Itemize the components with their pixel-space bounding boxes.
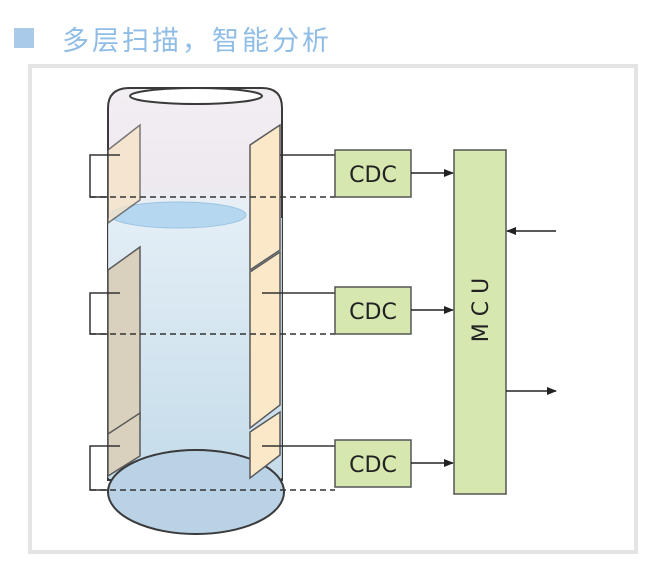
left-electrodes <box>107 123 141 478</box>
right-electrode-2 <box>249 250 281 430</box>
cdc-block-3: CDC <box>334 439 412 488</box>
right-electrode-3 <box>249 410 281 480</box>
tank-top-ellipse <box>129 87 263 105</box>
left-electrode-3 <box>107 411 141 478</box>
cdc-label-1: CDC <box>349 163 397 188</box>
header: 多层扫描，智能分析 <box>14 18 332 58</box>
left-electrode-2 <box>107 245 141 446</box>
right-electrodes <box>249 123 281 480</box>
left-electrode-1 <box>107 123 141 225</box>
tank-bottom-hidden-edge <box>107 449 285 493</box>
tank <box>107 87 285 535</box>
mcu-block: M C U <box>453 149 507 495</box>
right-wires <box>262 154 335 447</box>
left-wires <box>89 154 120 491</box>
cdc-to-mcu-arrows <box>411 169 454 467</box>
tank-liquid <box>108 218 282 478</box>
page-title: 多层扫描，智能分析 <box>62 25 332 57</box>
cdc-label-2: CDC <box>349 300 397 325</box>
cdc-block-1: CDC <box>334 149 412 198</box>
cdc-label-3: CDC <box>349 453 397 478</box>
mcu-label: M C U <box>469 278 494 342</box>
dashed-connections <box>90 196 335 491</box>
header-square-icon <box>14 28 34 48</box>
cdc-block-2: CDC <box>334 286 412 335</box>
mcu-io-arrows <box>506 227 557 395</box>
